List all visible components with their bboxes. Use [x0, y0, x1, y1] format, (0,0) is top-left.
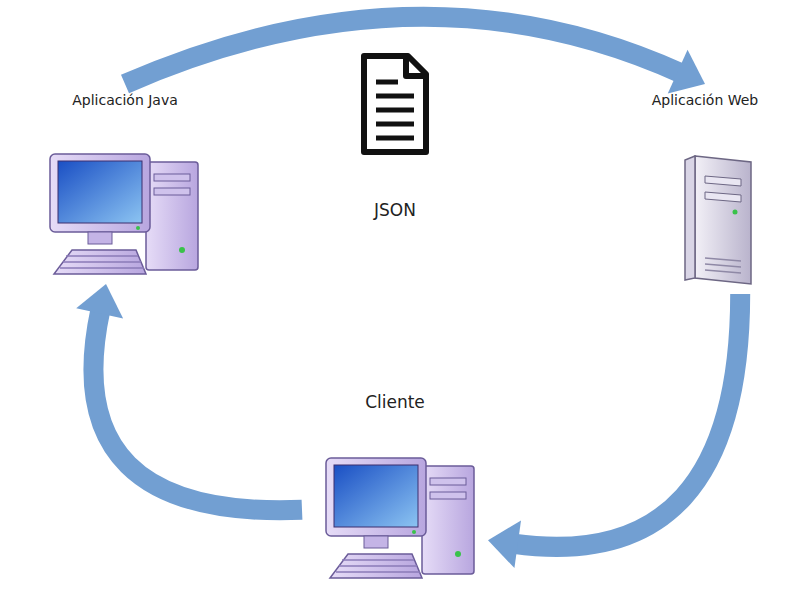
node-label: Aplicación Web: [625, 92, 785, 108]
document-label: JSON: [374, 200, 416, 220]
node-label: Cliente: [310, 392, 480, 412]
computer-node: Aplicación Java: [30, 92, 220, 278]
document-icon: [358, 52, 432, 186]
computer-node: Aplicación Web: [625, 92, 785, 288]
computer-icon: [42, 148, 202, 278]
node-label: Aplicación Java: [30, 92, 220, 108]
computer-icon: [655, 148, 765, 288]
computer-icon: [318, 452, 478, 582]
computer-node: Cliente: [310, 392, 480, 582]
cycle-arrow: [76, 284, 302, 510]
cycle-arrow: [488, 294, 740, 568]
